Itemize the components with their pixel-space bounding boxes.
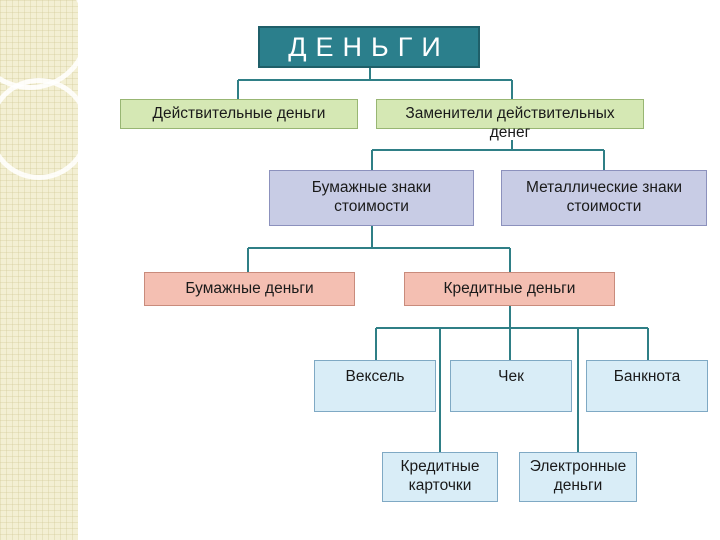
connector-substitutes	[371, 140, 605, 170]
electronic-money-label: Электронные деньги	[529, 458, 627, 494]
root-label: ДЕНЬГИ	[288, 31, 450, 62]
paper-money-node: Бумажные деньги	[144, 272, 355, 306]
cheque-label: Чек	[498, 368, 524, 385]
connector-paper-signs	[247, 225, 511, 272]
decorative-circle-mid	[0, 78, 90, 180]
banknote-label: Банкнота	[613, 368, 681, 385]
metal-value-signs-label: Металлические знаки стоимости	[525, 179, 683, 215]
real-money-node: Действительные деньги	[120, 99, 358, 129]
paper-value-signs-node: Бумажные знаки стоимости	[269, 170, 474, 226]
real-money-label: Действительные деньги	[152, 104, 326, 122]
credit-money-label: Кредитные деньги	[443, 279, 576, 297]
electronic-money-node: Электронные деньги	[519, 452, 637, 502]
credit-cards-label: Кредитные карточки	[400, 458, 480, 494]
money-substitutes-label: Заменители действительных денег	[405, 105, 615, 141]
decorative-side-strip	[0, 0, 90, 540]
connector-root	[237, 67, 513, 99]
bill-of-exchange-label: Вексель	[345, 368, 405, 385]
cheque-node: Чек	[450, 360, 572, 412]
bill-of-exchange-node: Вексель	[314, 360, 436, 412]
credit-cards-node: Кредитные карточки	[382, 452, 498, 502]
credit-money-node: Кредитные деньги	[404, 272, 615, 306]
paper-value-signs-label: Бумажные знаки стоимости	[311, 179, 432, 215]
root-node: ДЕНЬГИ	[258, 26, 480, 68]
connector-credit	[375, 305, 649, 360]
paper-money-label: Бумажные деньги	[185, 279, 314, 297]
banknote-node: Банкнота	[586, 360, 708, 412]
money-substitutes-node: Заменители действительных денег	[376, 99, 644, 141]
metal-value-signs-node: Металлические знаки стоимости	[501, 170, 707, 226]
